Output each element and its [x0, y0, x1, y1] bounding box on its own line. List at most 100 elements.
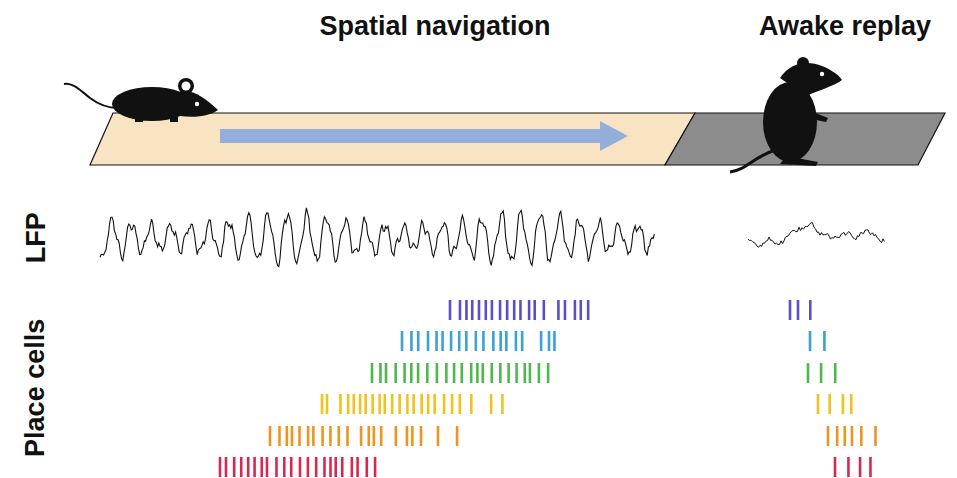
spike-tick — [435, 331, 438, 351]
spike-tick — [417, 363, 420, 383]
spike-tick — [491, 300, 494, 320]
spike-tick — [797, 300, 800, 320]
spike-tick — [219, 457, 222, 477]
spike-tick — [809, 331, 812, 351]
spike-tick — [548, 331, 551, 351]
spike-tick — [380, 426, 383, 446]
spike-tick — [515, 331, 518, 351]
spike-tick — [484, 300, 487, 320]
spike-tick — [807, 363, 810, 383]
spike-tick — [490, 363, 493, 383]
spike-tick — [383, 394, 386, 414]
spike-tick — [339, 394, 342, 414]
spike-tick — [266, 457, 269, 477]
spike-tick — [334, 457, 337, 477]
spike-tick — [451, 394, 454, 414]
spike-tick — [420, 394, 423, 414]
spike-tick — [543, 300, 546, 320]
spike-tick — [379, 363, 382, 383]
lfp-ripple — [748, 223, 885, 248]
spike-tick — [373, 426, 376, 446]
spike-tick — [253, 457, 256, 477]
spike-tick — [458, 331, 461, 351]
spike-tick — [513, 300, 516, 320]
spike-tick — [450, 331, 453, 351]
spike-raster — [220, 300, 875, 477]
spike-tick — [458, 394, 461, 414]
spike-tick — [505, 331, 508, 351]
spike-tick — [411, 426, 414, 446]
spike-tick — [820, 363, 823, 383]
spike-tick — [470, 394, 473, 414]
panel-heading: Spatial navigation — [319, 12, 550, 42]
spike-tick — [371, 363, 374, 383]
spike-tick — [307, 457, 310, 477]
spike-tick — [359, 394, 362, 414]
spike-tick — [391, 394, 394, 414]
spike-tick — [828, 394, 831, 414]
spike-tick — [842, 394, 845, 414]
spike-tick — [519, 300, 522, 320]
spike-tick — [843, 426, 846, 446]
spike-tick — [533, 300, 536, 320]
spike-tick — [367, 426, 370, 446]
spike-tick — [401, 331, 404, 351]
axis-label: Place cells — [21, 319, 51, 457]
spike-tick — [574, 300, 577, 320]
spike-tick — [471, 300, 474, 320]
spike-tick — [225, 457, 228, 477]
spike-tick — [275, 457, 278, 477]
spike-tick — [341, 457, 344, 477]
spike-tick — [437, 426, 440, 446]
spike-tick — [579, 300, 582, 320]
spike-tick — [427, 331, 430, 351]
rat-icon — [730, 57, 842, 172]
spike-tick — [465, 331, 468, 351]
spike-tick — [523, 363, 526, 383]
spike-tick — [869, 457, 872, 477]
spike-tick — [859, 457, 862, 477]
spike-tick — [445, 363, 448, 383]
spike-tick — [547, 363, 550, 383]
spike-tick — [587, 300, 590, 320]
spike-tick — [347, 394, 350, 414]
track-navigation — [90, 113, 695, 165]
spike-tick — [371, 394, 374, 414]
spike-tick — [501, 394, 504, 414]
spike-tick — [481, 363, 484, 383]
spike-tick — [499, 300, 502, 320]
spike-tick — [460, 363, 463, 383]
spike-tick — [515, 363, 518, 383]
spike-tick — [553, 331, 556, 351]
mouse-icon — [64, 78, 218, 122]
spike-tick — [836, 426, 839, 446]
spike-tick — [538, 363, 541, 383]
spike-tick — [406, 394, 409, 414]
spike-tick — [403, 363, 406, 383]
spike-tick — [426, 363, 429, 383]
spike-tick — [352, 394, 355, 414]
spike-tick — [290, 457, 293, 477]
spike-tick — [406, 426, 409, 446]
spike-tick — [441, 331, 444, 351]
spike-tick — [417, 331, 420, 351]
spike-tick — [365, 457, 368, 477]
spike-tick — [291, 426, 294, 446]
spike-tick — [874, 426, 877, 446]
spike-tick — [459, 300, 462, 320]
spike-tick — [521, 331, 524, 351]
spike-tick — [528, 300, 531, 320]
spike-tick — [323, 457, 326, 477]
spike-tick — [834, 457, 837, 477]
spike-tick — [312, 426, 315, 446]
spike-tick — [482, 331, 485, 351]
spike-tick — [433, 394, 436, 414]
spike-tick — [360, 426, 363, 446]
spike-tick — [356, 457, 359, 477]
spike-tick — [817, 394, 820, 414]
spike-tick — [427, 394, 430, 414]
spike-tick — [443, 394, 446, 414]
lfp-theta — [100, 208, 654, 267]
spike-tick — [283, 457, 286, 477]
